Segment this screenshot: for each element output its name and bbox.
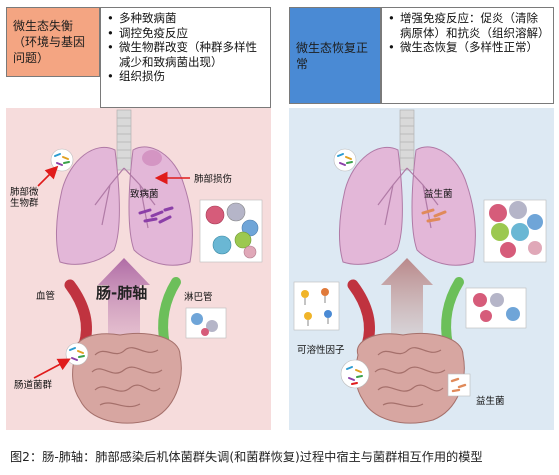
left-bullet-4: 组织损伤	[107, 69, 266, 84]
label-gut-flora: 肠道菌群	[14, 380, 53, 391]
figure-caption: 图2：肠-肺轴：肺部感染后机体菌群失调(和菌群恢复)过程中宿主与菌群相互作用的模…	[10, 450, 483, 464]
label-probiotic-lung: 益生菌	[424, 189, 453, 200]
right-intestine	[355, 333, 465, 424]
left-bullet-3: 微生物群改变（种群多样性减少和致病菌出现）	[107, 40, 266, 69]
left-trachea	[116, 109, 132, 171]
label-lymph-vessel: 淋巴管	[184, 292, 213, 303]
right-title-text: 微生态恢复正常	[296, 40, 369, 71]
left-lung-left	[55, 146, 120, 265]
label-soluble-factor: 可溶性因子	[297, 345, 345, 356]
illustration	[33, 109, 547, 424]
right-bullet-2: 微生态恢复（多样性正常）	[388, 40, 549, 55]
label-lung-microbiota: 肺部微生物群	[10, 187, 39, 209]
right-axis-arrow	[381, 258, 433, 345]
right-trachea	[399, 109, 415, 171]
gut-lung-axis-arrow	[98, 258, 150, 345]
probiotic-box-gut	[447, 373, 471, 397]
left-bullet-2: 调控免疫反应	[107, 26, 266, 41]
right-immune-cell-cluster	[483, 199, 547, 263]
left-bullet-list: 多种致病菌 调控免疫反应 微生物群改变（种群多样性减少和致病菌出现） 组织损伤	[100, 7, 271, 108]
right-lung-right	[411, 146, 476, 266]
immune-cell-cluster	[199, 199, 263, 263]
lung-microbiota-cluster	[50, 148, 74, 172]
label-gut-lung-axis: 肠-肺轴	[96, 284, 148, 302]
lung-damage-spot	[142, 150, 162, 166]
right-bullet-1: 增强免疫反应：促炎（清除病原体）和抗炎（组织溶解）	[388, 11, 550, 40]
lymph-vessel	[158, 277, 181, 350]
label-pathogen: 致病菌	[130, 189, 159, 200]
right-bullet-list: 增强免疫反应：促炎（清除病原体）和抗炎（组织溶解） 微生态恢复（多样性正常）	[381, 7, 554, 104]
blood-vessel	[64, 279, 92, 351]
left-title-box: 微生态失衡（环境与基因问题）	[6, 7, 100, 77]
left-bullet-1: 多种致病菌	[107, 11, 266, 26]
left-intestine	[72, 333, 182, 424]
right-lung-microbiota-cluster	[333, 148, 357, 172]
lymph-cell-box	[185, 307, 227, 339]
label-blood-vessel: 血管	[36, 291, 56, 302]
probiotic-bacteria-lung	[421, 208, 447, 223]
soluble-factor-box	[293, 281, 340, 331]
arrow-gut-flora	[33, 358, 71, 379]
pathogen-bacteria	[138, 206, 174, 224]
left-title-text: 微生态失衡（环境与基因问题）	[13, 19, 86, 65]
label-probiotic-gut: 益生菌	[476, 396, 505, 407]
right-lymph-vessel	[441, 277, 464, 350]
arrow-lung-microbiota	[37, 165, 59, 187]
gut-flora-cluster	[65, 342, 89, 366]
right-title-box: 微生态恢复正常	[289, 7, 381, 104]
right-blood-vessel	[347, 279, 375, 351]
left-lung-right	[128, 146, 193, 266]
right-lymph-cell-box	[465, 287, 527, 329]
right-gut-flora-cluster	[340, 359, 370, 389]
right-lung-left	[338, 146, 403, 265]
label-lung-damage: 肺部损伤	[194, 174, 233, 185]
